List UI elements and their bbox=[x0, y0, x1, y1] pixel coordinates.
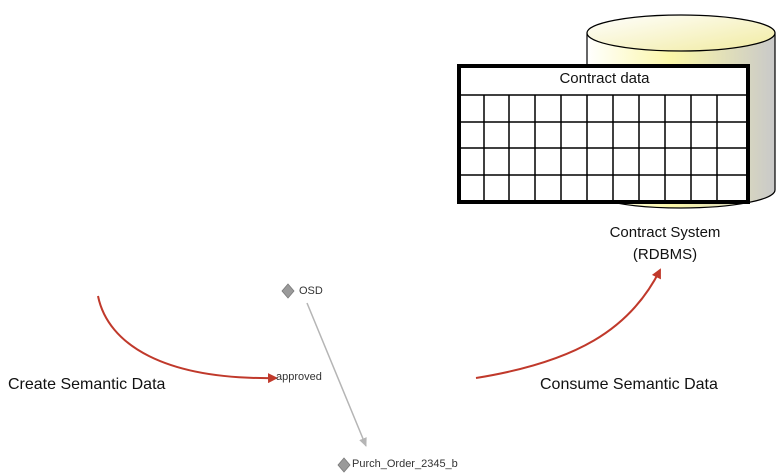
purch-order-node-icon bbox=[337, 457, 351, 473]
cylinder-top bbox=[586, 14, 776, 52]
osd-node-icon bbox=[281, 283, 295, 299]
graph-edge-approved bbox=[306, 302, 367, 447]
osd-node-label: OSD bbox=[299, 285, 323, 297]
table-title: Contract data bbox=[559, 70, 650, 87]
consume-flow-arrow bbox=[475, 268, 661, 379]
table-grid bbox=[459, 95, 748, 202]
consume-semantic-data-label: Consume Semantic Data bbox=[540, 376, 718, 393]
contract-system-label: Contract System (RDBMS) bbox=[590, 222, 740, 266]
contract-system-type: (RDBMS) bbox=[632, 246, 698, 263]
create-semantic-data-label: Create Semantic Data bbox=[8, 376, 166, 393]
contract-system-name: Contract System bbox=[609, 224, 721, 241]
purch-order-node-label: Purch_Order_2345_b bbox=[352, 458, 458, 470]
approved-edge-label: approved bbox=[276, 371, 322, 383]
create-flow-arrow bbox=[97, 295, 278, 384]
contract-data-table bbox=[457, 64, 750, 204]
